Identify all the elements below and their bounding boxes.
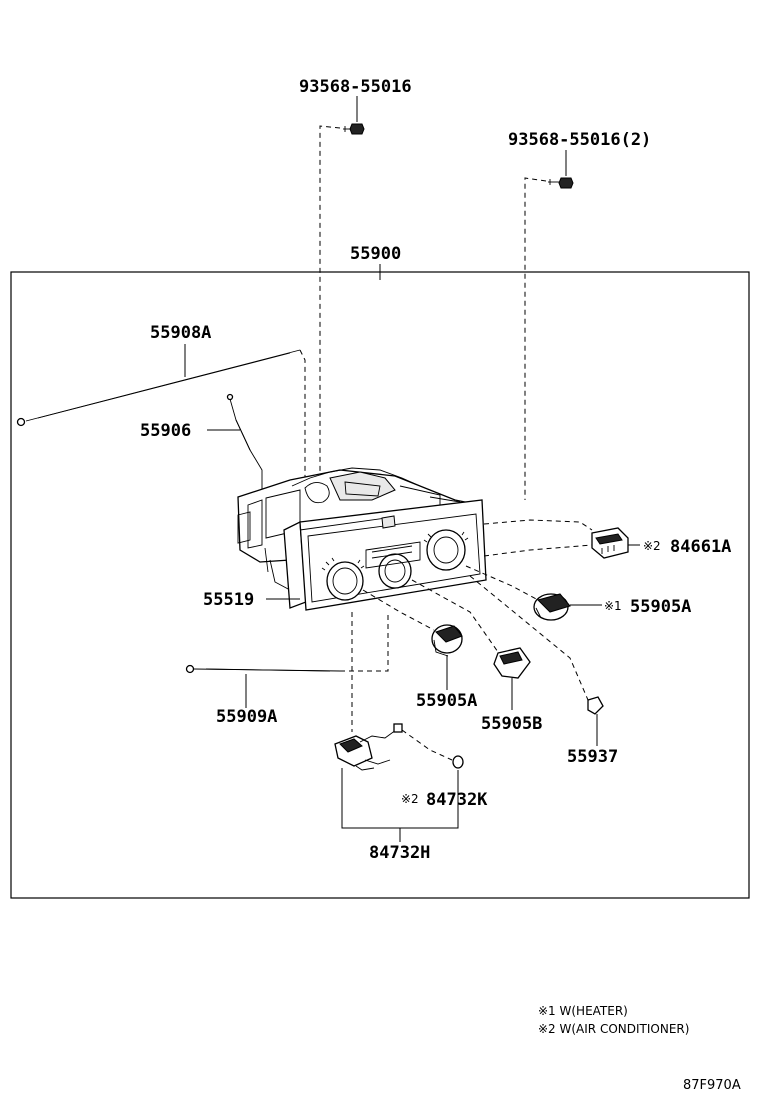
wire-harness-icon [334, 612, 464, 842]
part-label-bolt-a: 93568-55016 [299, 77, 412, 97]
part-label-cable-b: 55909A [216, 707, 277, 727]
condition-mark: ※2 [643, 539, 661, 553]
part-label-cap: 55937 [567, 747, 618, 767]
condition-mark: ※2 [401, 792, 419, 806]
legend-note-heater: ※1 W(HEATER) [538, 1004, 628, 1018]
diagram-code: 87F970A [683, 1078, 741, 1093]
heater-control-unit-icon [237, 467, 487, 611]
part-label-rod: 55906 [140, 421, 191, 441]
part-label-knob-a: 55905A [416, 691, 477, 711]
condition-mark: ※1 [604, 599, 622, 613]
part-label-knob-heater: 55905A [630, 597, 691, 617]
part-label-wire-k: 84732K [426, 790, 488, 810]
socket-icon [483, 519, 640, 559]
bolt-icon [524, 150, 574, 500]
legend-note-air-conditioner: ※2 W(AIR CONDITIONER) [538, 1022, 689, 1036]
control-cable-icon [16, 344, 306, 500]
part-label-panel: 55519 [203, 590, 254, 610]
part-label-cable-a: 55908A [150, 323, 211, 343]
knob-icon [362, 589, 463, 690]
knob-icon [465, 565, 602, 621]
control-cable-icon [185, 614, 389, 708]
part-label-knob-b: 55905B [481, 714, 542, 734]
control-rod-icon [207, 393, 263, 490]
knob-icon [411, 579, 531, 710]
bolt-icon [319, 96, 365, 540]
part-label-bolt-b: 93568-55016(2) [508, 130, 651, 150]
part-label-socket: 84661A [670, 537, 731, 557]
cap-icon [469, 575, 604, 746]
part-label-wire-h: 84732H [369, 843, 430, 863]
part-label-assembly: 55900 [350, 244, 401, 264]
